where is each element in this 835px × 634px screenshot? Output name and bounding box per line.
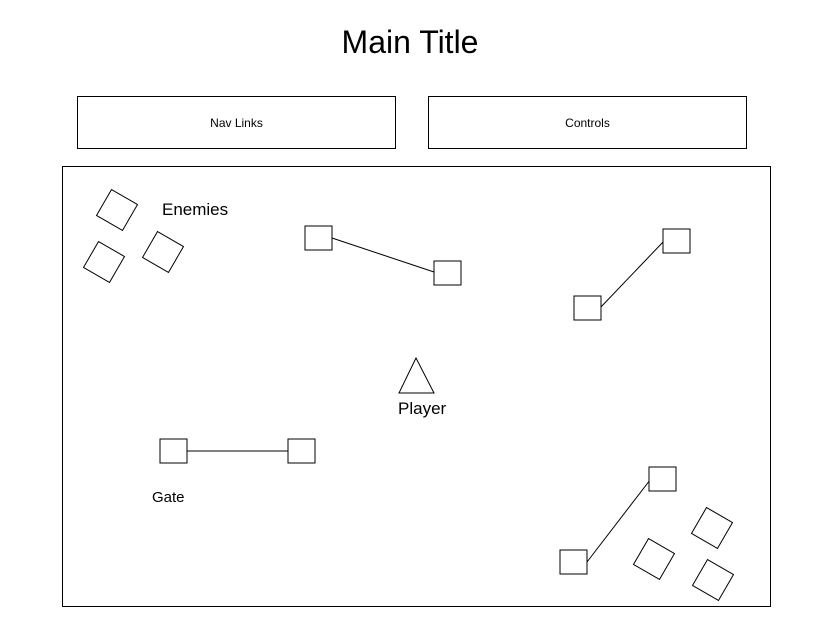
enemy-square [691,558,735,602]
enemies-label: Enemies [162,200,229,219]
player-triangle [398,356,435,394]
connector-line [599,240,665,309]
controls-panel[interactable]: Controls [428,96,747,149]
player-label: Player [398,399,447,418]
nav-links-panel[interactable]: Nav Links [77,96,396,149]
node-square [304,225,333,251]
node-square [573,295,602,321]
enemy-square [690,506,734,550]
gate-label: Gate [152,489,185,506]
game-area [62,166,771,607]
connector-line [586,479,651,563]
enemy-square [82,240,126,284]
enemy-square [632,537,676,581]
gate-node-square [159,438,188,464]
controls-label: Controls [565,115,610,130]
node-square [433,260,462,286]
nav-links-label: Nav Links [210,115,263,130]
enemy-square [95,188,139,232]
node-square [662,228,691,254]
gate-node-square [287,438,316,464]
connector-line [331,237,435,273]
node-square [559,549,588,575]
enemy-square [141,230,185,274]
node-square [648,466,677,492]
main-title: Main Title [341,24,479,60]
